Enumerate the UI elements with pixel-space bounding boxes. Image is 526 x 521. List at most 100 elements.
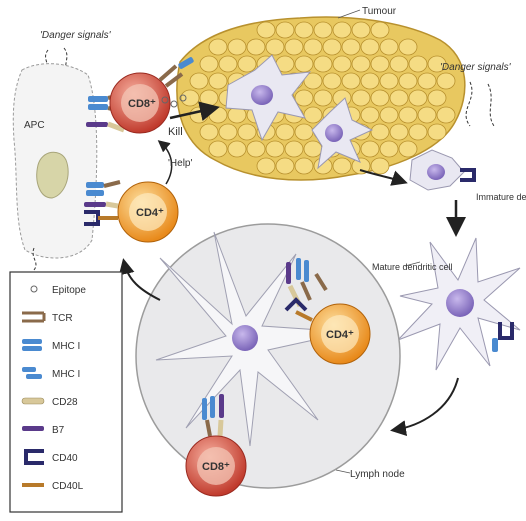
tumour-cell xyxy=(295,56,313,72)
tumour-cell xyxy=(295,124,313,140)
help-label: 'Help' xyxy=(168,158,192,169)
tumour-cell xyxy=(257,158,275,174)
legend-label: MHC I xyxy=(52,341,80,352)
legend-label: B7 xyxy=(52,425,65,436)
tumour-cell xyxy=(352,22,370,38)
lymph-node-label: Lymph node xyxy=(350,469,405,480)
tumour-cell xyxy=(390,56,408,72)
cd8-node-label: CD8⁺ xyxy=(202,461,230,473)
tumour-cell xyxy=(399,141,417,157)
apc-label: APC xyxy=(24,120,45,131)
tumour-cell xyxy=(333,158,351,174)
tumour-cell xyxy=(409,124,427,140)
danger-signals-right-label: 'Danger signals' xyxy=(440,62,512,73)
tumour-cell xyxy=(209,141,227,157)
tumour-cell xyxy=(428,90,446,106)
tumour-cell xyxy=(209,73,227,89)
danger-arrow-right-2 xyxy=(488,84,494,126)
tumour-cell xyxy=(238,56,256,72)
tumour-cell xyxy=(285,39,303,55)
mature-dc-label: Mature dendritic cell xyxy=(372,262,453,272)
tumour-cell xyxy=(190,73,208,89)
tumour-cell xyxy=(361,39,379,55)
tumour-cell xyxy=(428,124,446,140)
legend-label: CD40 xyxy=(52,453,78,464)
tumour-cell xyxy=(437,107,455,123)
tumour-cell xyxy=(257,22,275,38)
tumour-cell xyxy=(276,22,294,38)
legend-label: CD28 xyxy=(52,397,78,408)
tumour-cell xyxy=(247,141,265,157)
tumour-cell xyxy=(181,90,199,106)
tumour-cell xyxy=(304,39,322,55)
tumour-cell xyxy=(409,56,427,72)
legend-label: CD40L xyxy=(52,481,84,492)
legend-label: MHC I xyxy=(52,369,80,380)
cd4-node-label: CD4⁺ xyxy=(326,329,354,341)
tumour-cell xyxy=(352,56,370,72)
tumour-cell xyxy=(371,56,389,72)
tumour-cell xyxy=(219,56,237,72)
mature-dendritic-cell xyxy=(398,238,520,370)
tumour-cell xyxy=(219,124,237,140)
tumour-cell xyxy=(352,90,370,106)
tumour-cell xyxy=(323,39,341,55)
tumour-cell xyxy=(304,107,322,123)
tumour-cell xyxy=(399,107,417,123)
danger-arrow-right xyxy=(466,82,472,126)
cd8-top-label: CD8⁺ xyxy=(128,98,156,110)
immature-dendritic-cell xyxy=(410,150,474,190)
tumour-cell xyxy=(333,56,351,72)
tumour-cell xyxy=(238,124,256,140)
tumour-cell xyxy=(209,39,227,55)
cd28-icon xyxy=(22,398,44,404)
cd4-left-label: CD4⁺ xyxy=(136,207,164,219)
tumour-cell xyxy=(200,56,218,72)
tumour-cell xyxy=(314,22,332,38)
tumour-cell xyxy=(247,39,265,55)
tumour-label: Tumour xyxy=(362,6,397,17)
tumour-cell xyxy=(380,73,398,89)
tumour-cell xyxy=(200,124,218,140)
tumour-cell xyxy=(380,141,398,157)
b7-icon xyxy=(22,426,44,431)
tumour-cell xyxy=(361,73,379,89)
tumour-cell xyxy=(380,107,398,123)
tumour-cell xyxy=(380,39,398,55)
tumour-cell xyxy=(266,39,284,55)
tumour-cell xyxy=(295,90,313,106)
tumour-cell xyxy=(399,39,417,55)
tumour-cell xyxy=(342,73,360,89)
tumour-cell xyxy=(314,56,332,72)
tumour-cell xyxy=(323,73,341,89)
tumour-cell xyxy=(371,90,389,106)
tumour-cell xyxy=(361,141,379,157)
apc-cell xyxy=(13,64,96,258)
tumour-cell xyxy=(285,141,303,157)
kill-label: Kill xyxy=(168,126,183,138)
tumour-cell xyxy=(437,73,455,89)
tumour-cell xyxy=(361,107,379,123)
tumour-cell xyxy=(418,73,436,89)
danger-signals-left-label: 'Danger signals' xyxy=(40,30,112,41)
legend-label: TCR xyxy=(52,313,73,324)
tumour-cell xyxy=(399,73,417,89)
tumour-cell xyxy=(295,158,313,174)
tumour-cell xyxy=(295,22,313,38)
tumour-cell xyxy=(342,39,360,55)
tumour-cell xyxy=(266,141,284,157)
tumour-cell xyxy=(314,90,332,106)
tumour-cell xyxy=(304,141,322,157)
tumour-cell xyxy=(228,39,246,55)
tumour-cell xyxy=(200,90,218,106)
tumour-cell xyxy=(371,158,389,174)
tumour-cell xyxy=(276,158,294,174)
tumour-cell xyxy=(390,90,408,106)
tumour-cell xyxy=(418,107,436,123)
tumour-cell xyxy=(390,124,408,140)
tumour-cell xyxy=(276,124,294,140)
tumour-cell xyxy=(409,90,427,106)
immature-dc-label: Immature dendritic cell xyxy=(476,192,526,202)
